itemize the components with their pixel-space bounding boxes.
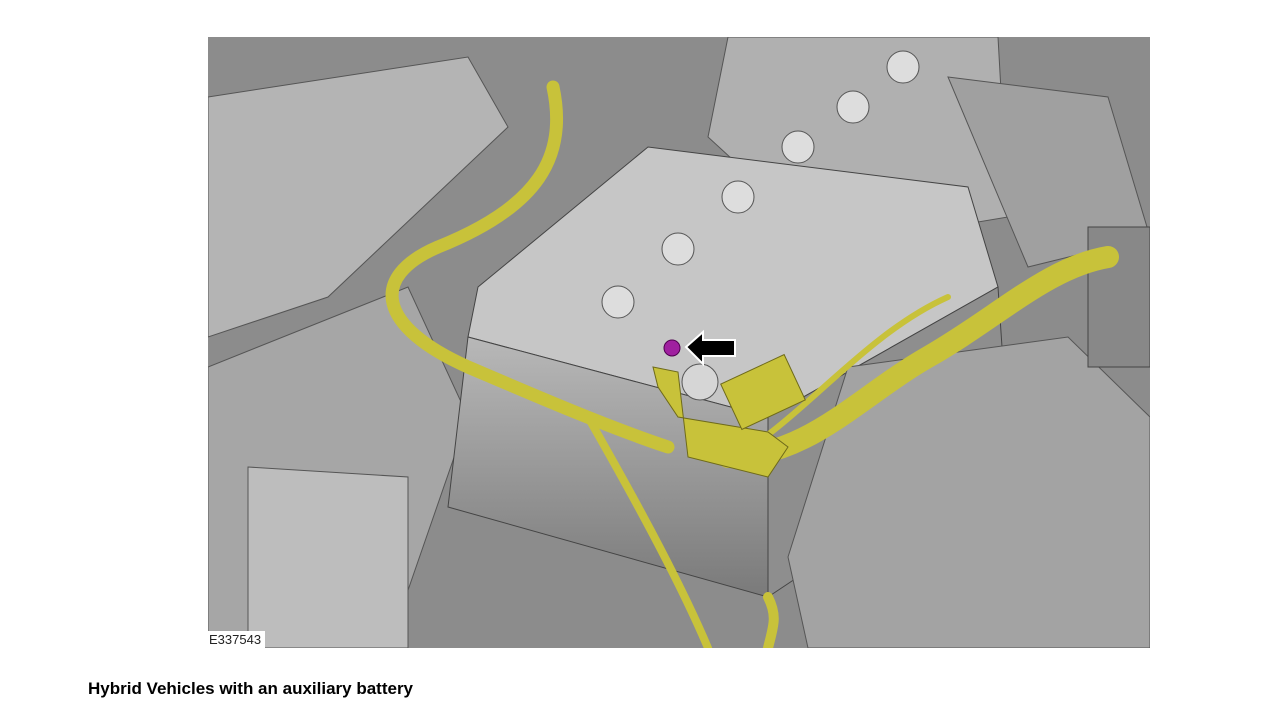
- figure-id-label: E337543: [208, 631, 266, 648]
- arrow-pointer-icon: [684, 329, 736, 367]
- battery-terminal-clamp: [652, 366, 789, 478]
- left-bracket: [208, 56, 509, 338]
- right-module: [787, 336, 1150, 648]
- terminal-nut-highlight: [663, 339, 681, 357]
- illustration-drawing: [208, 37, 1150, 648]
- battery-illustration: E337543: [208, 37, 1150, 648]
- battery-post: [681, 363, 719, 401]
- figure-caption: Hybrid Vehicles with an auxiliary batter…: [88, 679, 414, 698]
